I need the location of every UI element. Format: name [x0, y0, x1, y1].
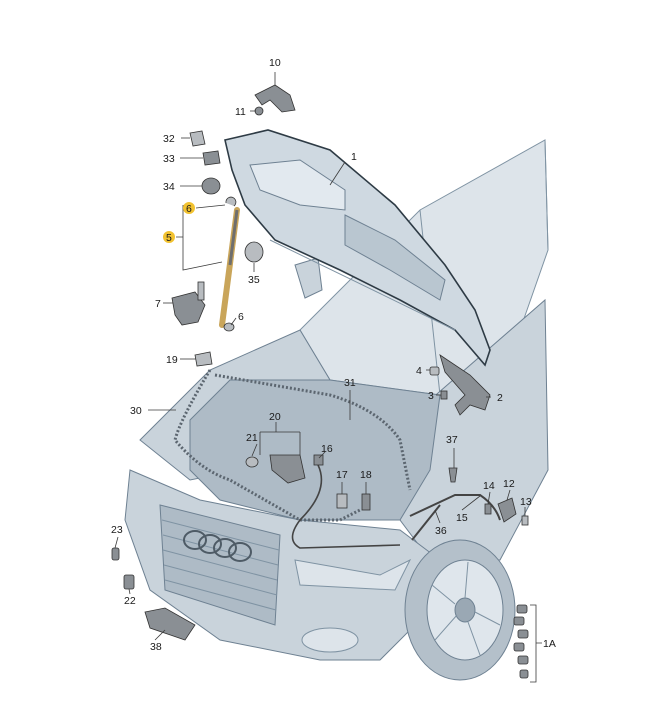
bolt-part-22: [123, 574, 135, 590]
callout-3: 3: [428, 390, 434, 402]
callout-19: 19: [166, 354, 178, 366]
callout-5: 5: [166, 232, 172, 244]
bolt-part-23: [111, 547, 120, 561]
clip-part-13: [521, 515, 529, 526]
callout-1A: 1A: [543, 638, 556, 650]
part-21: [245, 456, 259, 468]
callout-31: 31: [344, 377, 356, 389]
leader-lines: [114, 72, 542, 683]
callout-7: 7: [155, 298, 161, 310]
clip-part-19: [194, 351, 213, 367]
callout-11: 11: [235, 106, 246, 118]
callout-21: 21: [246, 432, 258, 444]
gas-strut-part-5: [219, 207, 240, 328]
callout-5-highlight: [163, 231, 175, 243]
callout-10: 10: [269, 57, 281, 69]
hood-seal-31: [214, 373, 412, 491]
car-body: [124, 139, 549, 681]
rings-logo: [183, 530, 252, 562]
callout-1: 1: [351, 151, 357, 163]
callout-6-highlight: [183, 202, 195, 214]
release-cable-part-36: [409, 494, 501, 521]
callout-17: 17: [336, 469, 348, 481]
callout-15: 15: [456, 512, 468, 524]
callout-37: 37: [446, 434, 458, 446]
front-wheel: [404, 539, 516, 681]
bracket-pin: [197, 281, 205, 301]
callout-20: 20: [269, 411, 281, 423]
callout-14: 14: [483, 480, 495, 492]
callout-34: 34: [163, 181, 175, 193]
lock-assembly-part-20: [269, 454, 306, 484]
callout-35: 35: [248, 274, 260, 286]
callout-16: 16: [321, 443, 333, 455]
buffer-part-33: [202, 150, 221, 166]
callout-22: 22: [124, 595, 136, 607]
callout-33: 33: [163, 153, 175, 165]
callout-38: 38: [150, 641, 162, 653]
callout-12: 12: [503, 478, 515, 490]
hood-hinge-part-2: [439, 354, 491, 416]
buffer-part-35: [244, 241, 264, 263]
hinge-part-10: [254, 84, 296, 113]
screw-set-1A: [513, 604, 529, 679]
callout-36: 36: [435, 525, 447, 537]
callout-6-bottom: 6: [238, 311, 244, 323]
callout-18: 18: [360, 469, 372, 481]
switch-part-18: [361, 493, 371, 511]
nut-part-11: [254, 106, 264, 116]
callout-32: 32: [163, 133, 175, 145]
switch-part-17: [336, 493, 348, 509]
connector-16: [313, 454, 324, 466]
callout-13: 13: [520, 496, 532, 508]
callout-6-top: 6: [186, 203, 192, 215]
bracket-part-7: [171, 291, 206, 326]
callout-30: 30: [130, 405, 142, 417]
clip-part-6-bottom: [223, 322, 235, 332]
cable-part-16: [291, 464, 401, 549]
buffer-part-32: [189, 130, 206, 147]
callout-23: 23: [111, 524, 123, 536]
clip-part-4: [429, 366, 440, 376]
clip-part-6-top: [225, 196, 237, 207]
callout-4: 4: [416, 365, 422, 377]
callout-2: 2: [497, 392, 503, 404]
bracket-part-38: [144, 607, 196, 641]
bolt-part-14: [484, 503, 492, 515]
hood-panel: [224, 129, 491, 367]
bolt-part-3: [440, 390, 448, 400]
callout-labels: 1 2 3 4 5 6 6 7 10 11 12 13 14 15 16 17 …: [111, 57, 556, 653]
buffer-part-34: [201, 177, 221, 195]
